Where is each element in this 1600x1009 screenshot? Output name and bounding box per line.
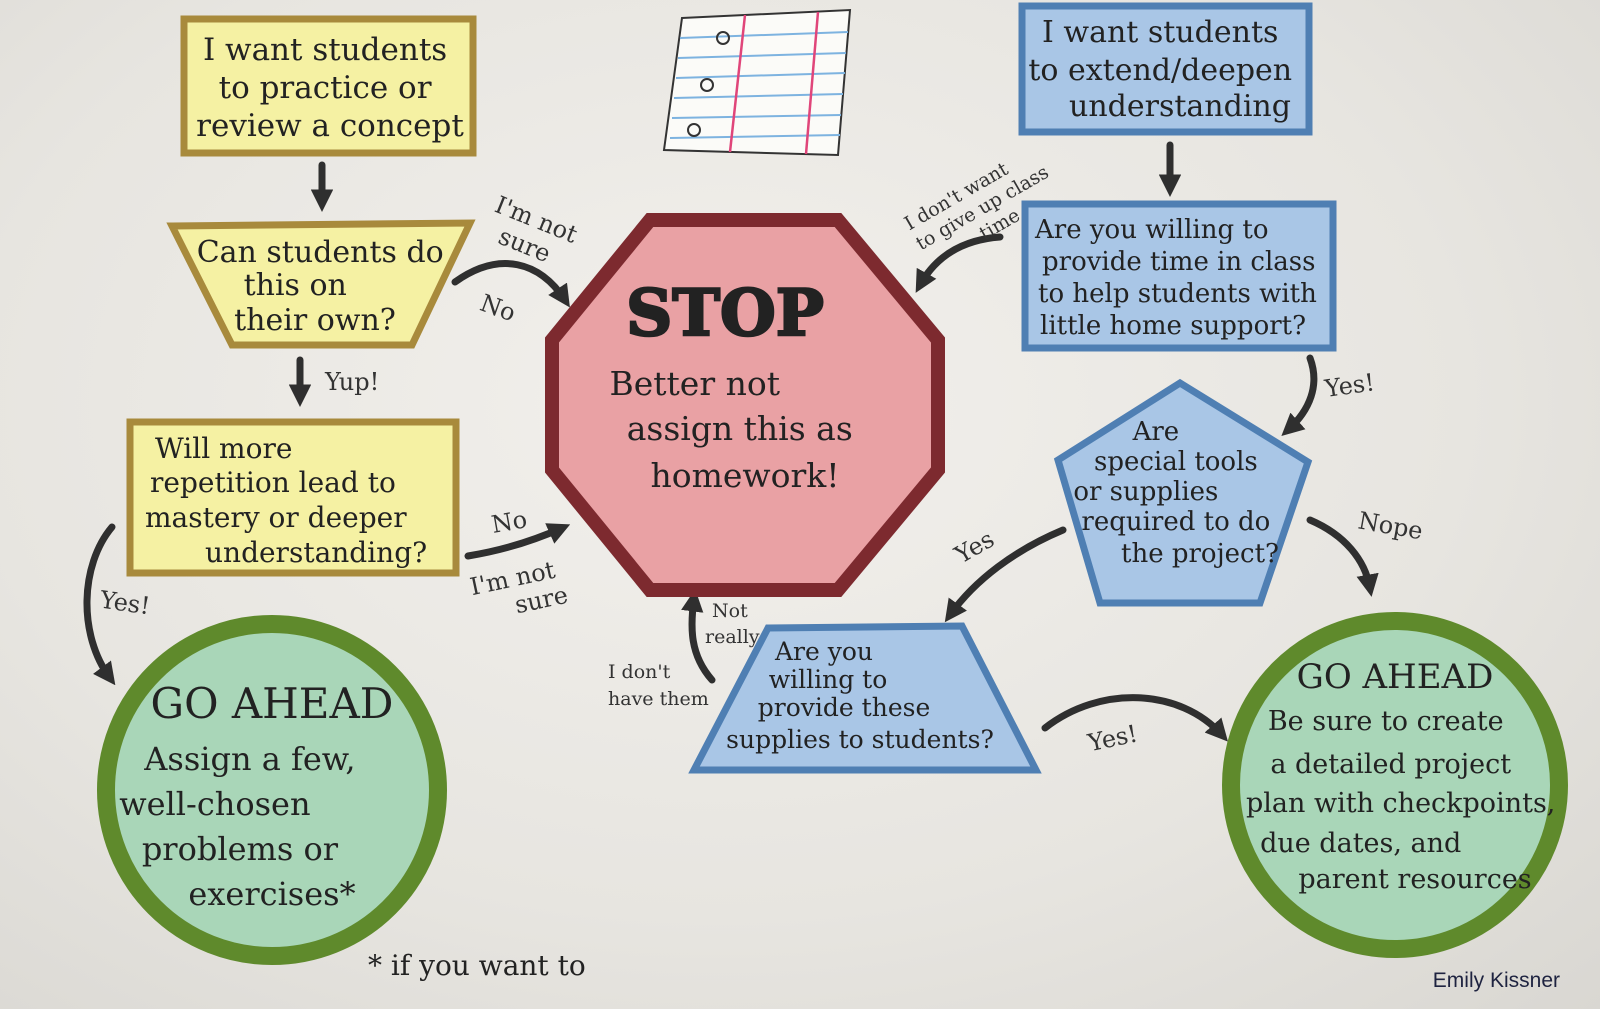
go-ahead-right-line-2: a detailed project	[1270, 749, 1511, 780]
repetition-line-3: mastery or deeper	[145, 501, 407, 534]
label-dont-have-2: have them	[608, 688, 709, 710]
class-time-line-4: little home support?	[1040, 311, 1306, 341]
supplies-line-3: provide these	[758, 693, 930, 722]
stop-line-2: assign this as	[627, 409, 853, 448]
extend-line-2: to extend/deepen	[1028, 53, 1292, 88]
go-ahead-right-node: GO AHEAD Be sure to create a detailed pr…	[1222, 612, 1568, 958]
on-own-line-3: their own?	[234, 303, 396, 338]
arrow-classtime-to-tools	[1281, 354, 1318, 437]
go-ahead-right-line-4: due dates, and	[1260, 828, 1461, 859]
go-ahead-left-title: GO AHEAD	[151, 679, 394, 728]
on-own-line-2: this on	[244, 268, 347, 303]
svg-text:Assign a few, well-chose: Assign a few, well-chosen problems or ex…	[119, 740, 365, 913]
practice-line-3: review a concept	[196, 108, 464, 144]
tools-line-1: Are	[1132, 417, 1180, 447]
class-time-line-2: provide time in class	[1042, 247, 1315, 277]
go-ahead-left-line-2: well-chosen	[119, 785, 310, 823]
label-dont-have-1: I don't	[608, 661, 671, 683]
label-yes-supplies: Yes!	[1084, 719, 1140, 757]
class-time-line-3: to help students with	[1038, 279, 1317, 309]
supplies-line-2: willing to	[769, 665, 888, 694]
label-yes-right: Yes!	[1322, 368, 1376, 403]
arrow-classtime-to-stop	[915, 233, 1004, 293]
svg-text:I want students to pract: I want students to practice or review a …	[196, 32, 464, 144]
svg-text:I'm not sure: I'm not sure	[468, 554, 571, 627]
class-time-question-node: Are you willing to provide time in class…	[1021, 200, 1337, 352]
label-yes-left: Yes!	[97, 586, 151, 621]
label-not-really-1: Not	[712, 600, 748, 622]
go-ahead-right-line-1: Be sure to create	[1268, 706, 1504, 737]
svg-text:Better not assign this a: Better not assign this as homework!	[610, 364, 864, 495]
label-not-really-2: really	[705, 626, 760, 648]
svg-text:I want students to exten: I want students to extend/deepen underst…	[1028, 15, 1301, 124]
stop-node: STOP Better not assign this as homework!	[545, 213, 945, 597]
svg-text:Are special tools: Are special tools or supplies required t…	[1073, 417, 1279, 569]
repetition-line-2: repetition lead to	[150, 466, 396, 499]
connector-arrows	[83, 141, 1379, 742]
arrow-tools-to-supplies	[944, 526, 1067, 623]
arrow-supplies-to-goahead	[1041, 694, 1228, 742]
arrow-supplies-to-stop	[681, 589, 716, 684]
supplies-question-node: Are you willing to provide these supplie…	[688, 622, 1042, 774]
svg-text:Be sure to create a deta: Be sure to create a detailed project pla…	[1246, 706, 1564, 895]
stop-title: STOP	[626, 276, 824, 351]
svg-text:Will more repetition lea: Will more repetition lead to mastery or …	[145, 432, 427, 569]
label-nope: Nope	[1356, 506, 1425, 545]
repetition-line-4: understanding?	[205, 536, 427, 569]
svg-text:Are you willing to: Are you willing to provide these supplie…	[726, 637, 994, 754]
arrow-repetition-to-stop	[464, 523, 571, 560]
svg-text:I don't have them: I don't have them	[608, 661, 709, 710]
stop-line-1: Better not	[610, 364, 780, 403]
on-own-line-1: Can students do	[197, 235, 444, 270]
practice-line-2: to practice or	[219, 70, 432, 106]
class-time-line-1: Are you willing to	[1034, 215, 1268, 245]
go-ahead-right-title: GO AHEAD	[1297, 657, 1494, 697]
arrow-tools-to-goahead	[1306, 516, 1379, 597]
svg-text:Can students do this on: Can students do this on their own?	[197, 235, 454, 338]
arrow-own-to-stop	[451, 260, 570, 308]
footnote-text: * if you want to	[368, 949, 586, 982]
supplies-line-1: Are you	[774, 637, 873, 666]
arrow-repetition-to-goahead	[83, 523, 116, 686]
svg-text:Not really: Not really	[705, 600, 760, 648]
go-ahead-left-line-3: problems or	[142, 830, 339, 868]
tools-line-3: or supplies	[1073, 477, 1218, 507]
repetition-question-node: Will more repetition lead to mastery or …	[126, 418, 460, 577]
tools-line-4: required to do	[1081, 507, 1270, 537]
on-own-question-node: Can students do this on their own?	[166, 219, 476, 349]
extend-line-1: I want students	[1042, 15, 1278, 50]
label-no-lower: No	[489, 505, 529, 539]
label-yup: Yup!	[324, 368, 379, 396]
repetition-line-1: Will more	[155, 432, 292, 465]
svg-text:Are you willing to provi: Are you willing to provide time in class…	[1034, 215, 1325, 341]
go-ahead-right-line-5: parent resources	[1298, 864, 1531, 895]
go-ahead-left-line-4: exercises*	[188, 875, 355, 913]
extend-start-node: I want students to extend/deepen underst…	[1018, 2, 1313, 136]
go-ahead-left-line-1: Assign a few,	[143, 740, 355, 778]
tools-line-5: the project?	[1121, 539, 1279, 569]
go-ahead-left-node: GO AHEAD Assign a few, well-chosen probl…	[97, 615, 447, 965]
tools-question-node: Are special tools or supplies required t…	[1053, 378, 1313, 607]
tools-line-2: special tools	[1094, 447, 1258, 477]
extend-line-3: understanding	[1069, 89, 1291, 124]
label-yes-tools: Yes	[949, 525, 999, 570]
practice-start-node: I want students to practice or review a …	[180, 15, 477, 157]
supplies-line-4: supplies to students?	[726, 725, 994, 754]
label-no-top: No	[476, 289, 519, 327]
practice-line-1: I want students	[203, 32, 447, 68]
author-credit: Emily Kissner	[1432, 969, 1560, 992]
stop-line-3: homework!	[650, 456, 839, 495]
go-ahead-right-line-3: plan with checkpoints,	[1246, 788, 1555, 819]
notebook-paper-icon	[662, 8, 852, 157]
